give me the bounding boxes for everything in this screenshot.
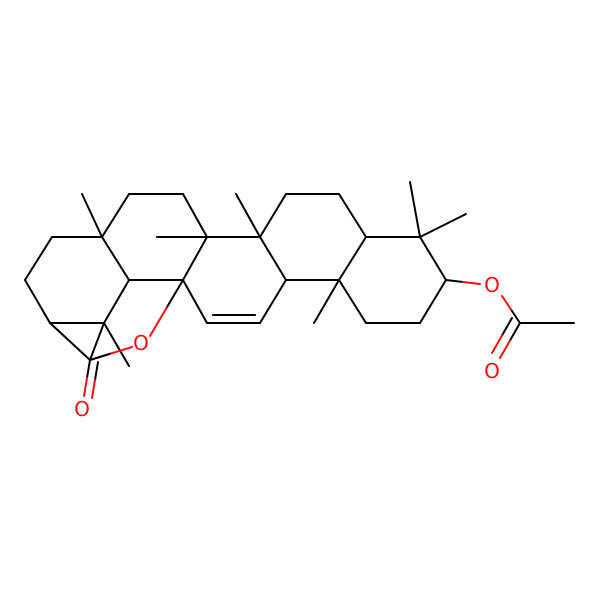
ester-bond (462, 281, 481, 285)
carbonyl-bond (91, 379, 96, 399)
bond (182, 193, 208, 238)
carbonyl-bond (499, 339, 511, 359)
bond (409, 181, 421, 238)
bond (419, 213, 467, 238)
bond (259, 236, 287, 281)
carbonyl-bond (501, 317, 513, 337)
bond (89, 322, 105, 361)
bond (313, 279, 340, 324)
carbonyl-bond (491, 334, 503, 354)
ester-oxygen-label: O (484, 273, 500, 297)
bond (182, 236, 208, 281)
carbonyl-bond (509, 322, 521, 342)
bond (103, 279, 130, 324)
bond-layer (24, 181, 575, 399)
bond (338, 236, 367, 281)
bond (338, 193, 367, 238)
bond (235, 193, 261, 238)
carbonyl-bond (94, 361, 99, 381)
bond (81, 193, 103, 238)
bond (419, 236, 447, 281)
bond (182, 279, 208, 324)
atom-label-layer: O O O O (74, 273, 500, 421)
bond (24, 236, 53, 281)
ester-bond (89, 352, 112, 361)
bond (101, 236, 130, 281)
bond (24, 279, 51, 324)
bond (259, 279, 287, 324)
ester-bond (110, 346, 133, 355)
bond (103, 322, 130, 367)
bond (49, 322, 91, 361)
bond (419, 279, 447, 324)
acetyl-oxygen-label: O (484, 359, 500, 383)
bridge-oxygen-label: O (133, 331, 149, 355)
ester-bond (445, 279, 464, 283)
ester-bond (165, 279, 184, 309)
bond (259, 193, 287, 238)
carbonyl-oxygen-label: O (74, 397, 90, 421)
bond (338, 279, 367, 324)
carbonyl-bond (86, 359, 91, 379)
ester-bond (149, 307, 168, 337)
bond (101, 193, 130, 238)
ester-bond (501, 295, 512, 311)
ester-bond (510, 308, 521, 324)
carbonyl-bond (83, 377, 88, 397)
